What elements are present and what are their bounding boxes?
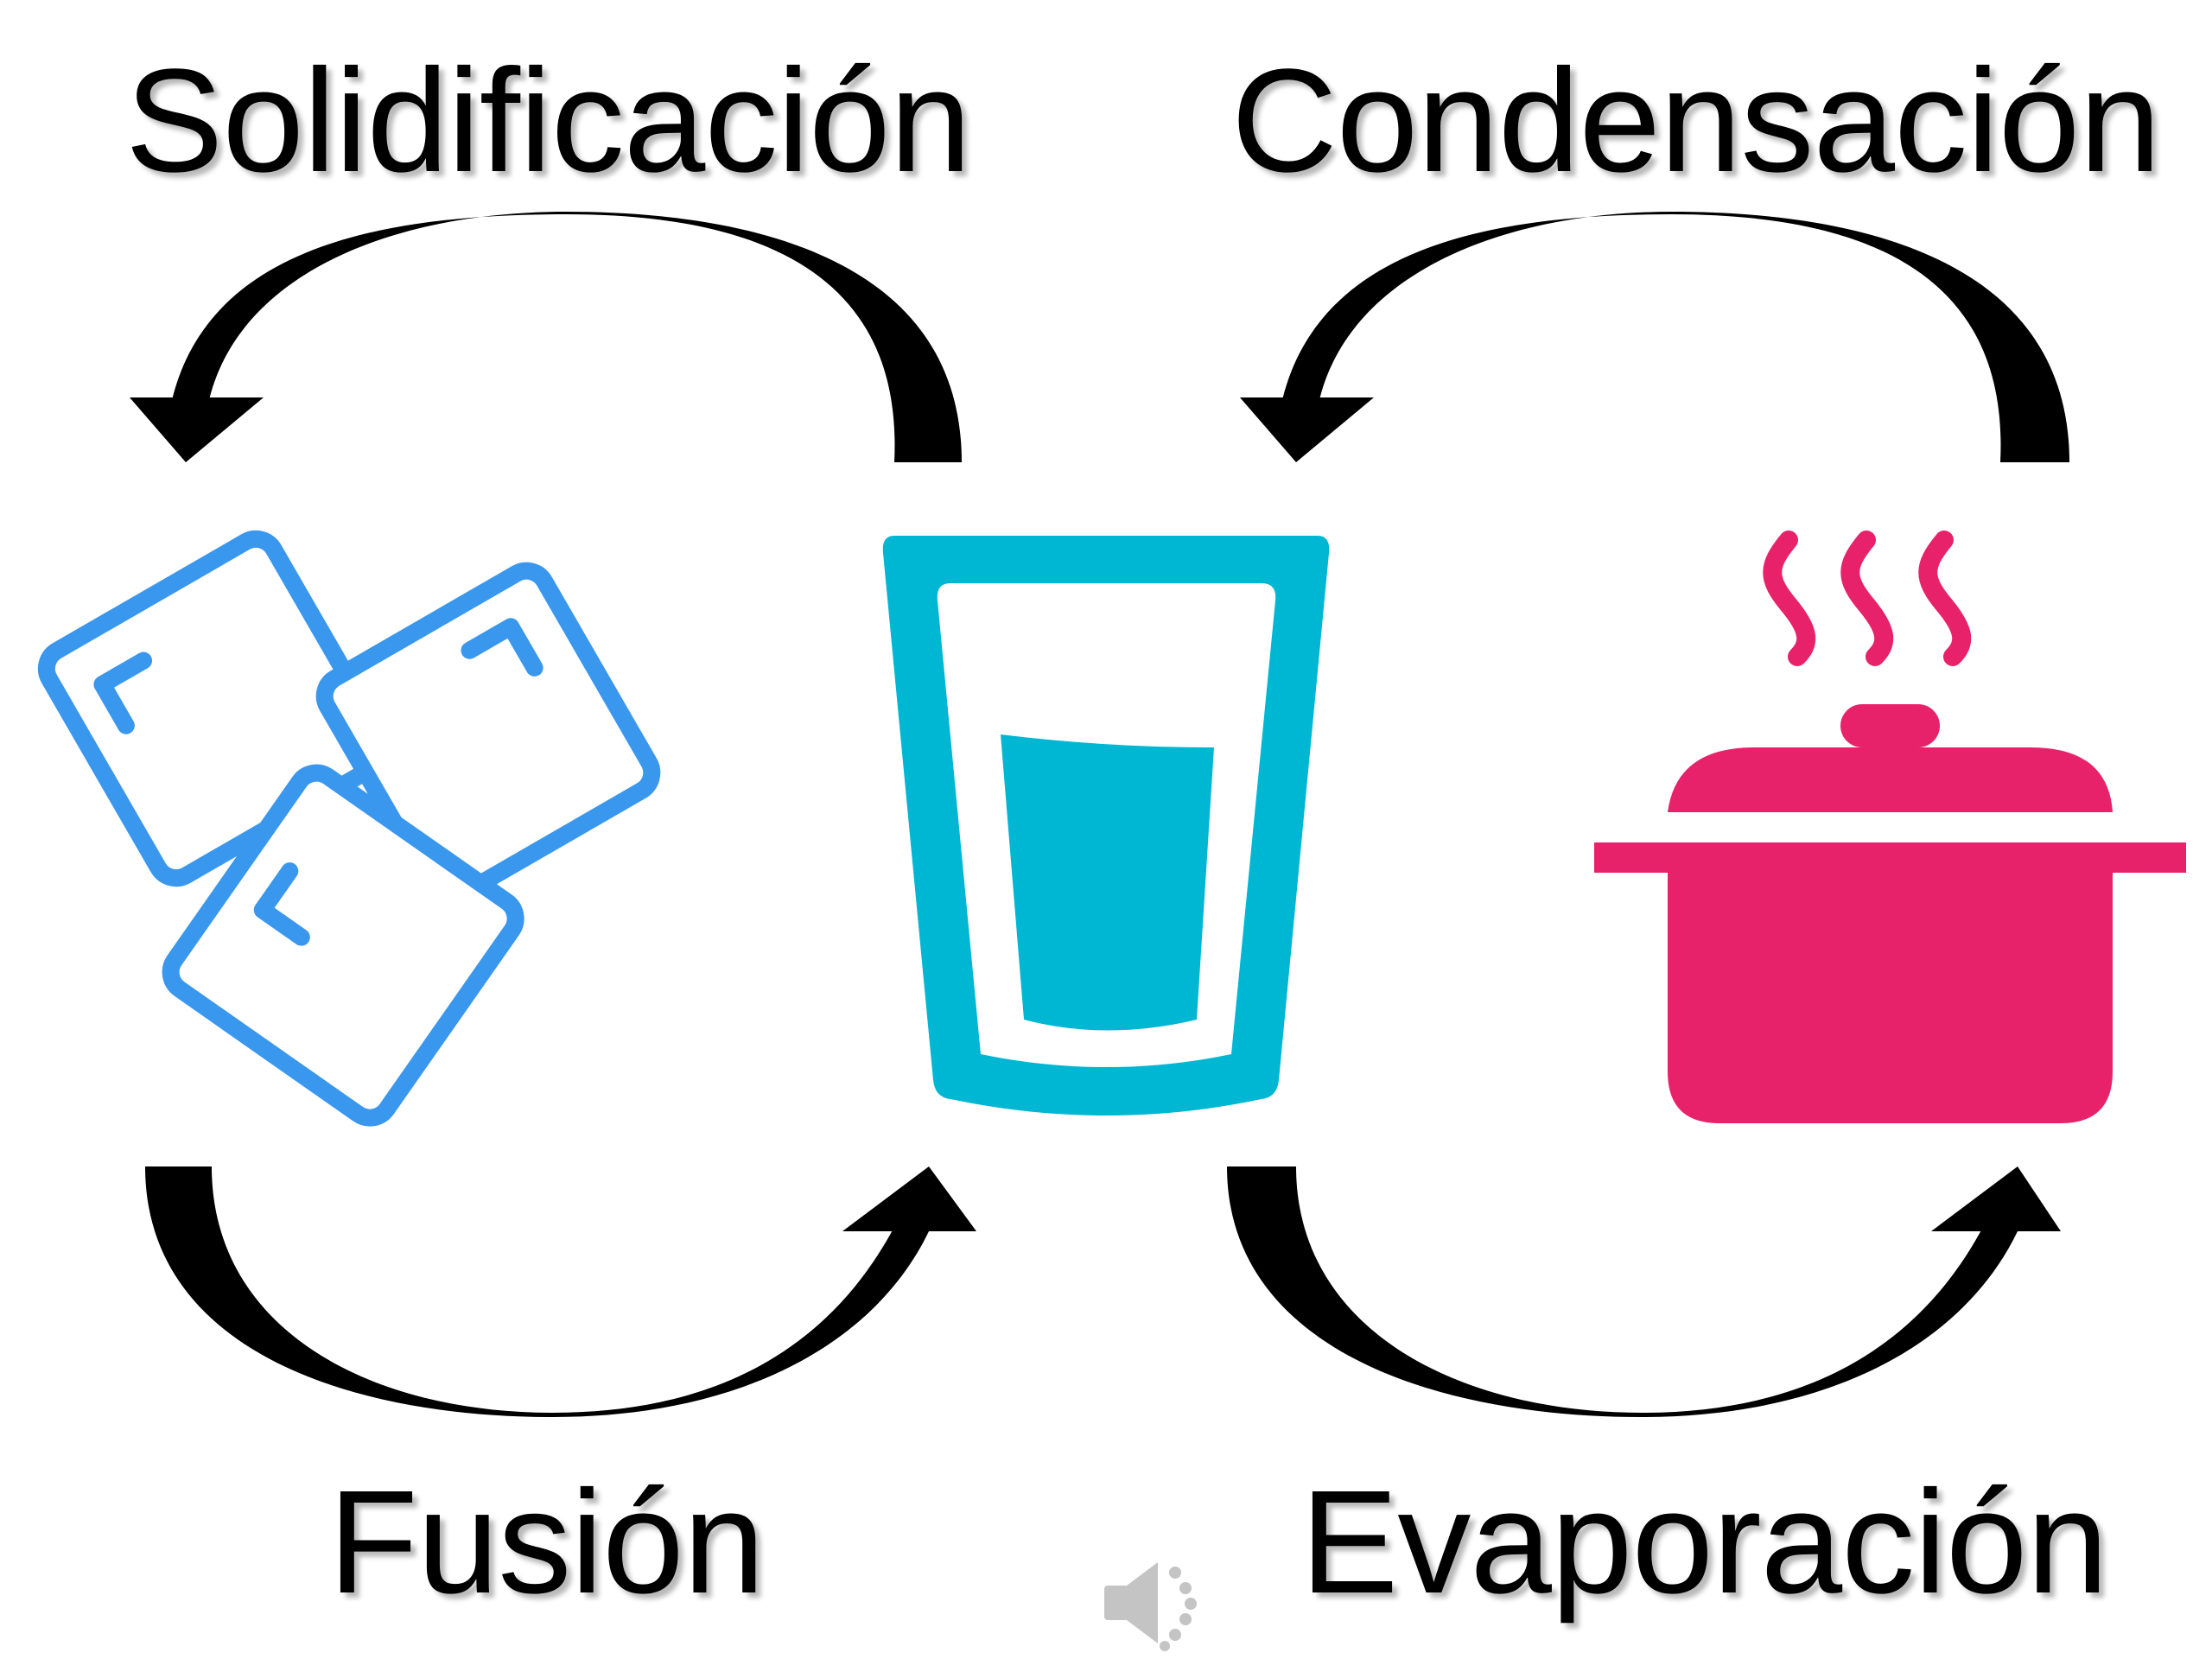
label-condensation: Condensación <box>1231 39 2161 203</box>
label-evaporation: Evaporación <box>1300 1460 2108 1624</box>
cooking-pot-icon <box>1594 531 2186 1123</box>
speaker-icon[interactable] <box>1104 1562 1197 1651</box>
label-fusion: Fusión <box>328 1460 765 1624</box>
evaporation-arrow <box>1227 1166 2061 1417</box>
solidification-arrow <box>130 212 962 462</box>
condensation-arrow <box>1240 212 2069 462</box>
fusion-arrow <box>145 1166 976 1417</box>
water-glass-icon <box>882 536 1330 1116</box>
ice-cubes-icon <box>37 530 661 1127</box>
label-solidification: Solidificación <box>125 39 971 203</box>
